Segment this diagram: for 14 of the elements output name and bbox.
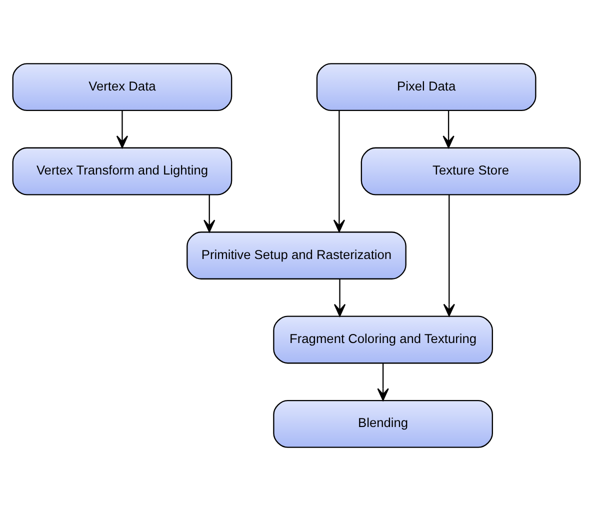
arrow <box>377 363 389 401</box>
node-box: Texture Store <box>360 147 581 196</box>
node-box: Vertex Data <box>12 63 232 112</box>
node-box: Blending <box>273 400 493 448</box>
arrow <box>442 110 454 148</box>
arrow <box>333 110 346 232</box>
node-box: Pixel Data <box>316 63 536 112</box>
node-box: Primitive Setup and Rasterization <box>186 232 406 280</box>
arrow <box>334 278 346 317</box>
arrow <box>204 194 216 232</box>
arrow <box>443 194 455 317</box>
arrow <box>116 110 128 148</box>
node-box: Vertex Transform and Lighting <box>12 147 232 196</box>
node-box: Fragment Coloring and Texturing <box>273 316 493 364</box>
